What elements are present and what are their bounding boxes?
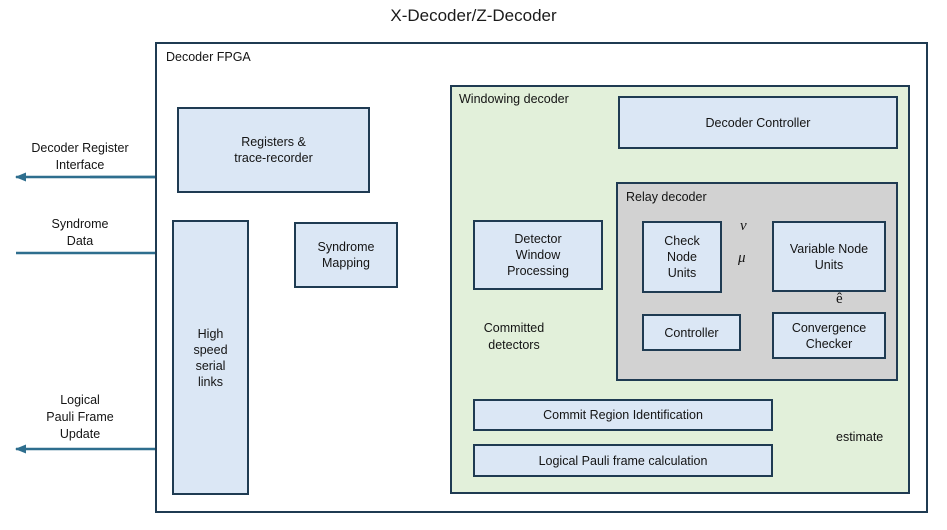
block-convergence-checker[interactable]: Convergence Checker bbox=[772, 312, 886, 359]
windowing-decoder-label: Windowing decoder bbox=[459, 92, 569, 106]
block-high-speed-serial-links-label: High speed serial links bbox=[193, 326, 228, 389]
page-title: X-Decoder/Z-Decoder bbox=[390, 6, 557, 25]
label-e-hat: ê bbox=[836, 291, 843, 307]
block-syndrome-mapping-label: Syndrome Mapping bbox=[317, 240, 375, 270]
block-decoder-controller[interactable]: Decoder Controller bbox=[618, 96, 898, 149]
label-nu: ν bbox=[740, 218, 747, 234]
block-commit-region-identification-label: Commit Region Identification bbox=[543, 408, 703, 422]
relay-decoder-label: Relay decoder bbox=[626, 190, 707, 204]
label-decoder-register-interface: Decoder Register Interface bbox=[31, 141, 129, 172]
block-detector-window-processing[interactable]: Detector Window Processing bbox=[473, 220, 603, 290]
block-detector-window-processing-label: Detector Window Processing bbox=[507, 232, 569, 278]
block-decoder-controller-label: Decoder Controller bbox=[705, 115, 811, 130]
label-syndrome-data: Syndrome Data bbox=[51, 217, 109, 248]
block-logical-pauli-frame-calculation-label: Logical Pauli frame calculation bbox=[538, 453, 708, 468]
block-relay-controller[interactable]: Controller bbox=[642, 314, 741, 351]
block-syndrome-mapping[interactable]: Syndrome Mapping bbox=[294, 222, 398, 288]
block-convergence-checker-label: Convergence Checker bbox=[791, 320, 867, 351]
label-mu: μ bbox=[738, 250, 746, 266]
block-relay-controller-label: Controller bbox=[664, 325, 719, 340]
block-logical-pauli-frame-calculation[interactable]: Logical Pauli frame calculation bbox=[473, 444, 773, 477]
decoder-fpga-label: Decoder FPGA bbox=[166, 50, 251, 64]
block-variable-node-units-label: Variable Node Units bbox=[789, 241, 869, 272]
block-check-node-units-label: Check Node Units bbox=[664, 234, 700, 280]
block-commit-region-identification[interactable]: Commit Region Identification bbox=[473, 399, 773, 431]
block-variable-node-units[interactable]: Variable Node Units bbox=[772, 221, 886, 292]
block-registers-trace-recorder[interactable]: Registers & trace-recorder bbox=[177, 107, 370, 193]
label-committed-detectors: Committed detectors bbox=[483, 321, 545, 352]
label-estimate: estimate bbox=[836, 430, 884, 444]
block-high-speed-serial-links[interactable]: High speed serial links bbox=[172, 220, 249, 495]
block-check-node-units[interactable]: Check Node Units bbox=[642, 221, 722, 293]
label-logical-pauli-frame-update: Logical Pauli Frame Update bbox=[46, 393, 114, 441]
block-registers-trace-recorder-label: Registers & trace-recorder bbox=[234, 135, 313, 165]
